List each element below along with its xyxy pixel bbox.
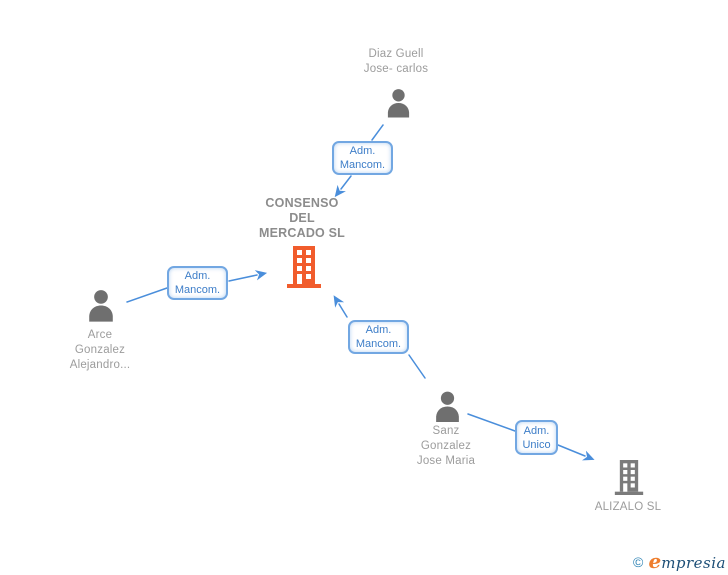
edge-relbox-to-consenso-bottom xyxy=(333,295,348,318)
person-label-diaz: Diaz Guell Jose- carlos xyxy=(336,47,456,77)
edge-unico-box-to-alizalo xyxy=(557,444,595,461)
person-name-line: Arce xyxy=(87,329,113,341)
company-name-line: CONSENSO xyxy=(265,196,339,210)
edge-sanz-to-relbox xyxy=(408,354,426,379)
person-name-line: Diaz Guell xyxy=(368,48,424,60)
company-node-consenso[interactable] xyxy=(286,246,322,293)
relation-label-line: Adm. xyxy=(523,424,550,437)
company-name-line: DEL xyxy=(289,211,315,225)
relation-label-line: Mancom. xyxy=(355,338,402,350)
person-node-arce[interactable] xyxy=(86,289,116,327)
relation-label-line: Adm. xyxy=(349,145,376,157)
person-name-line: Jose Maria xyxy=(416,455,476,467)
person-name-line: Gonzalez xyxy=(74,344,126,356)
person-node-sanz[interactable] xyxy=(433,391,462,427)
person-label-sanz: Sanz Gonzalez Jose Maria xyxy=(386,424,506,469)
person-icon xyxy=(436,391,459,422)
edge-sanz-to-unico-box xyxy=(467,413,516,432)
relation-label-line: Adm. xyxy=(184,270,211,282)
company-label-alizalo: ALIZALO SL xyxy=(568,500,688,515)
building-icon-orange xyxy=(287,246,321,288)
person-node-diaz[interactable] xyxy=(385,88,412,123)
brand-name: mpresia xyxy=(661,554,726,572)
copyright-icon: © xyxy=(633,554,644,570)
edge-arce-to-relbox xyxy=(126,287,168,303)
person-name-line: Jose- carlos xyxy=(363,63,429,75)
company-name-line: MERCADO SL xyxy=(258,226,346,240)
edge-relbox-to-consenso-top xyxy=(334,175,352,198)
empresia-logo[interactable]: © empresia xyxy=(633,549,726,573)
person-icon xyxy=(89,290,113,322)
relation-label-line: Unico xyxy=(522,438,551,451)
edge-diaz-to-relbox xyxy=(371,124,384,141)
relation-label-line: Mancom. xyxy=(339,159,386,171)
edge-relbox-to-consenso-left xyxy=(228,270,268,282)
brand-initial: e xyxy=(648,549,662,573)
company-label-consenso: CONSENSO DEL MERCADO SL xyxy=(232,196,372,241)
company-name-line: ALIZALO SL xyxy=(594,501,662,513)
building-icon-gray xyxy=(614,460,644,495)
person-label-arce: Arce Gonzalez Alejandro... xyxy=(40,328,160,373)
person-name-line: Gonzalez xyxy=(420,440,472,452)
person-name-line: Sanz xyxy=(432,425,460,437)
person-name-line: Alejandro... xyxy=(69,359,131,371)
company-node-alizalo[interactable] xyxy=(612,460,646,500)
relation-box-adm-mancom-left[interactable]: Adm. Mancom. xyxy=(167,266,228,300)
relation-box-adm-mancom-top[interactable]: Adm. Mancom. xyxy=(332,141,393,175)
relation-box-adm-mancom-mid[interactable]: Adm. Mancom. xyxy=(348,320,409,354)
person-icon xyxy=(387,89,410,118)
relation-label-line: Mancom. xyxy=(174,284,221,296)
relation-box-adm-unico[interactable]: Adm. Unico xyxy=(515,420,558,455)
relation-label-line: Adm. xyxy=(365,324,392,336)
